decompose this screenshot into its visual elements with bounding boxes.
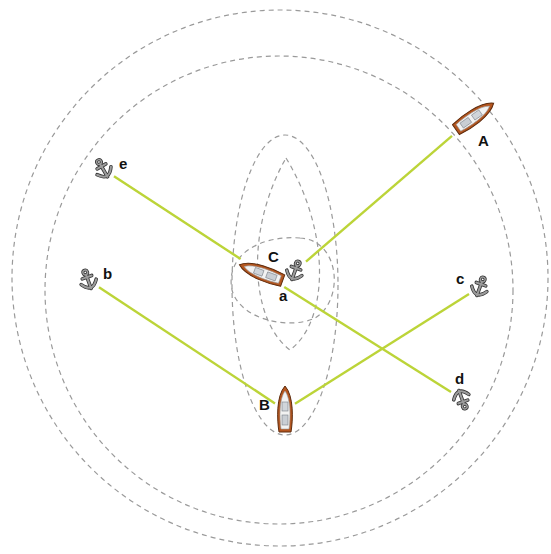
anchor-label: c: [456, 271, 464, 287]
anchor: a: [284, 260, 306, 282]
boat: A: [452, 95, 496, 139]
anchor-rode: [114, 176, 241, 259]
boat: C: [237, 259, 287, 287]
anchor-icon: [284, 260, 306, 282]
anchor-icon: [451, 388, 473, 410]
boat-icon: [237, 259, 287, 287]
anchor-rode: [295, 294, 469, 404]
anchor-label: b: [103, 266, 112, 282]
anchor-rode: [284, 287, 451, 392]
boat-icon: [452, 95, 496, 139]
boat-icon: [275, 385, 295, 435]
anchor-label: e: [119, 156, 127, 172]
swing-circle: [45, 56, 513, 524]
anchor-icon: [92, 158, 114, 180]
anchor-label: a: [279, 288, 287, 304]
anchor-icon: [77, 269, 99, 291]
anchor-rode: [306, 136, 452, 262]
swing-lens: [258, 158, 320, 350]
anchor: b: [77, 269, 99, 291]
anchor: e: [92, 158, 114, 180]
swing-ellipse: [232, 135, 338, 435]
boat-label: A: [478, 133, 489, 149]
anchor-rode: [99, 287, 275, 403]
anchor-label: d: [455, 371, 464, 387]
boat: B: [275, 385, 295, 435]
outer-swing-circle: [12, 10, 548, 546]
anchor: d: [451, 388, 473, 410]
anchor-icon: [469, 276, 491, 298]
boat-label: B: [259, 397, 270, 413]
boat-label: C: [268, 249, 279, 265]
anchor: c: [469, 276, 491, 298]
